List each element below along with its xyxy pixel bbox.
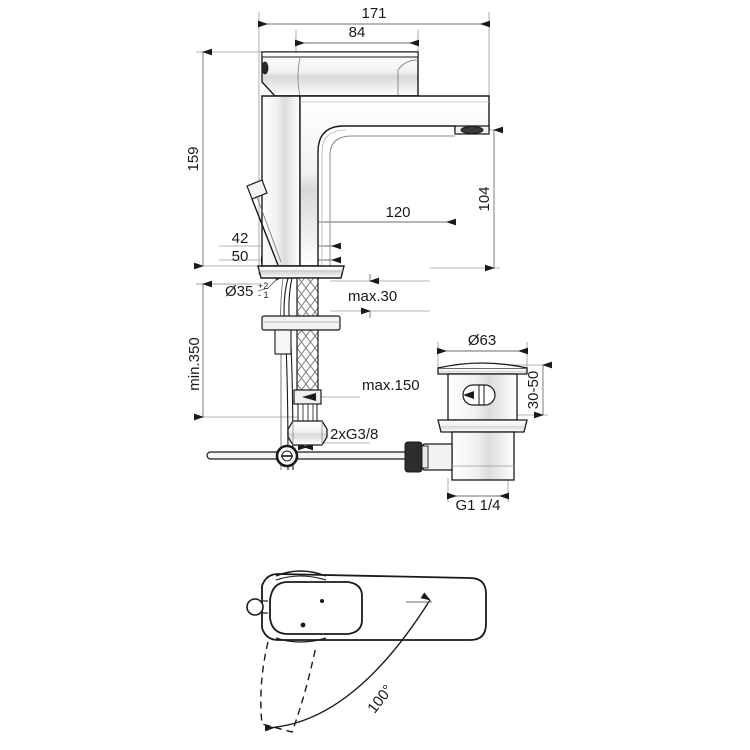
dim-label-d63: Ø63 — [468, 332, 496, 349]
leader-d35 — [257, 273, 283, 292]
dim-label-50: 50 — [232, 248, 249, 265]
dim-label-171: 171 — [361, 5, 386, 22]
lever-handle — [261, 51, 419, 97]
dim-label-42: 42 — [232, 230, 249, 247]
fixing-point-lower — [300, 622, 306, 628]
mounting-bracket — [261, 315, 341, 355]
hose-coupling — [293, 389, 322, 422]
bottom-plan-view — [246, 570, 487, 733]
dim-label-hole-tol-plus: +2 — [258, 281, 268, 291]
deck-plate — [257, 265, 345, 279]
dim-label-120: 120 — [385, 204, 410, 221]
dim-label-84: 84 — [349, 24, 366, 41]
hose-nut-g38 — [287, 420, 328, 446]
dim-label-thread-g38: 2xG3/8 — [330, 426, 378, 443]
swivel-arc — [264, 592, 431, 732]
dim-label-159: 159 — [185, 146, 202, 171]
spout — [299, 95, 490, 267]
dim-label-g114: G1 1/4 — [455, 497, 500, 514]
dim-label-104: 104 — [476, 186, 493, 211]
dim-label-min350: min.350 — [186, 337, 203, 390]
dim-label-3050: 30-50 — [525, 371, 542, 409]
dim-label-swivel-angle: 100° — [364, 682, 397, 717]
side-elevation-view — [206, 51, 490, 471]
dim-label-max150: max.150 — [362, 377, 420, 394]
dim-label-hole-tol-minus: - 1 — [258, 290, 269, 300]
waste-rod-port — [404, 441, 453, 473]
pop-up-waste-assembly — [404, 362, 528, 481]
pop-up-lift-rod — [246, 179, 282, 266]
dim-label-max30: max.30 — [348, 288, 397, 305]
waste-overflow-slot — [462, 384, 496, 406]
aerator — [454, 125, 490, 135]
dim-label-hole-diameter: Ø35 — [225, 283, 253, 300]
fixing-point-upper — [320, 599, 324, 603]
